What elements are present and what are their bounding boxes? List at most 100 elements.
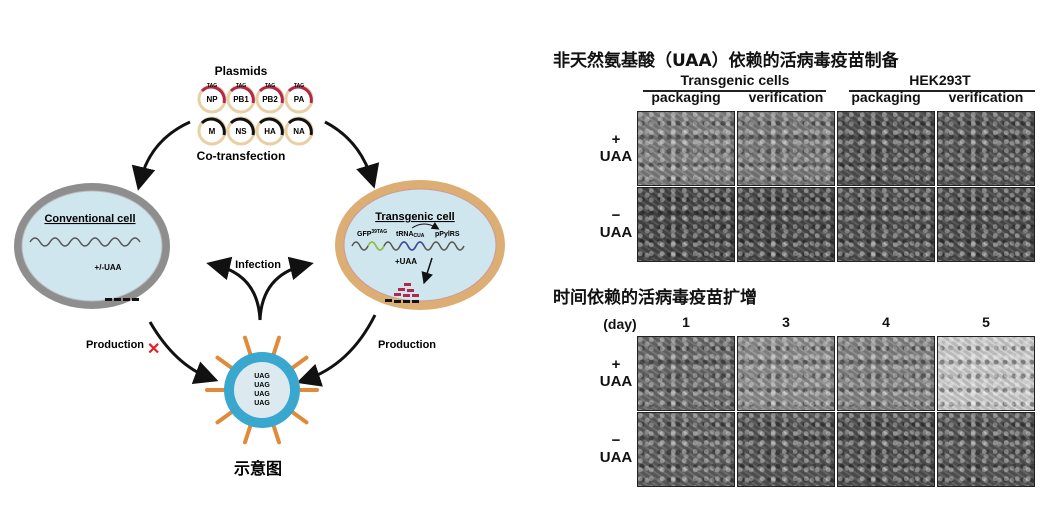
conventional-cell: Conventional cell +/-UAA: [14, 183, 170, 309]
blocked-x-icon: ✕: [147, 341, 160, 358]
gene-trna: tRNACUA: [396, 231, 425, 239]
conventional-condition: +/-UAA: [95, 263, 122, 272]
row-condition: UAA: [599, 373, 633, 390]
row-label: +UAA: [598, 356, 634, 390]
microscopy-image: [937, 336, 1035, 411]
plasmid-label: PB1: [233, 95, 249, 104]
microscopy-image: [637, 412, 735, 487]
spike: [243, 424, 253, 445]
spike: [215, 355, 234, 370]
spike: [215, 410, 234, 425]
row-condition: UAA: [599, 449, 633, 466]
plasmid-label: M: [209, 127, 216, 136]
plasmid-ns: NS: [226, 116, 256, 146]
cotransfection-label: Co-transfection: [197, 149, 286, 163]
infection-arrow-right: [258, 256, 314, 321]
tag-label: TAG: [294, 83, 304, 89]
arrow-to-transgenic: [324, 120, 380, 189]
plasmid-pb1: PB1 TAG: [226, 83, 256, 114]
production-right-label: Production: [378, 339, 436, 351]
column-label: 1: [682, 314, 690, 330]
row-condition: UAA: [599, 148, 633, 165]
microscopy-image: [737, 412, 835, 487]
column-label: 5: [982, 314, 990, 330]
group-divider: [849, 90, 1035, 92]
plasmid-ha: HA: [255, 116, 285, 146]
curved-arrow: [411, 221, 440, 230]
gene-gfp: GFP39TAG: [357, 229, 387, 238]
group-label: HEK293T: [909, 72, 971, 88]
column-label: packaging: [851, 89, 921, 105]
microscopy-image: [637, 111, 735, 186]
diagram-caption: 示意图: [234, 459, 282, 478]
microscopy-image: [837, 111, 935, 186]
schematic-diagram: Plasmids NP TAG PB1 TAG PB2 TAG PA TAG M…: [14, 64, 505, 478]
plasmid-label: NP: [206, 95, 218, 104]
row-sign: +: [611, 131, 621, 148]
column-label: 3: [782, 314, 790, 330]
spike: [271, 424, 281, 445]
conventional-cell-title: Conventional cell: [44, 213, 135, 225]
transgenic-cell: Transgenic cell GFP39TAG tRNACUA pPylRS …: [335, 180, 505, 310]
microscopy-image: [937, 111, 1035, 186]
tag-label: TAG: [236, 83, 246, 89]
row-sign: +: [611, 356, 621, 373]
production-left-label: Production: [86, 339, 144, 351]
microscopy-image: [637, 187, 735, 262]
plasmid-set: NP TAG PB1 TAG PB2 TAG PA TAG M NS HA NA: [197, 83, 314, 146]
trna-segment: [399, 241, 425, 251]
panel1-title: 非天然氨基酸（UAA）依赖的活病毒疫苗制备: [553, 51, 899, 71]
plasmid-label: NS: [235, 127, 247, 136]
microscopy-image: [737, 111, 835, 186]
arrow: [421, 257, 433, 285]
row-label: −UAA: [598, 432, 634, 466]
production-arrow-right: [296, 314, 377, 387]
row-condition: UAA: [599, 224, 633, 241]
plasmid-na: NA: [284, 116, 314, 146]
virus-label: UAG: [254, 391, 270, 398]
plasmid-m: M: [197, 116, 227, 146]
production-arrow-left: [148, 321, 219, 385]
transgenic-cell-title: Transgenic cell: [375, 211, 454, 223]
microscopy-image: [937, 187, 1035, 262]
column-label: verification: [748, 89, 824, 105]
day-unit-label: (day): [603, 316, 637, 332]
plasmid-pb2: PB2 TAG: [255, 83, 285, 114]
dna-strand: [29, 237, 141, 247]
infection-label: Infection: [235, 259, 281, 271]
plasmid-label: PB2: [262, 95, 278, 104]
spike: [271, 335, 281, 356]
virus-label: UAG: [254, 400, 270, 407]
transgenic-condition: +UAA: [395, 257, 417, 266]
spike: [290, 355, 309, 370]
microscopy-image: [737, 336, 835, 411]
group-label: Transgenic cells: [680, 72, 790, 88]
virus-label: UAG: [254, 382, 270, 389]
column-label: packaging: [651, 89, 721, 105]
tag-label: TAG: [207, 83, 217, 89]
microscopy-image: [937, 412, 1035, 487]
plasmid-pa: PA TAG: [284, 83, 314, 114]
arrow-to-conventional: [131, 120, 191, 191]
plasmid-label: NA: [293, 127, 305, 136]
panel2-title: 时间依赖的活病毒疫苗扩增: [553, 288, 757, 308]
row-label: +UAA: [598, 131, 634, 165]
plasmid-label: PA: [294, 95, 305, 104]
group-divider: [643, 90, 826, 92]
spike: [243, 335, 253, 356]
column-label: verification: [948, 89, 1024, 105]
microscopy-image: [637, 336, 735, 411]
row-label: −UAA: [598, 207, 634, 241]
plasmid-label: HA: [264, 127, 276, 136]
gene-pylrs: pPylRS: [435, 231, 460, 238]
row-sign: −: [611, 207, 621, 224]
virus-icon: [205, 335, 319, 445]
virus-label: UAG: [254, 373, 270, 380]
row-sign: −: [611, 432, 621, 449]
microscopy-image: [837, 412, 935, 487]
tag-label: TAG: [265, 83, 275, 89]
column-label: 4: [882, 314, 890, 330]
plasmids-title: Plasmids: [215, 64, 268, 78]
microscopy-image: [837, 187, 935, 262]
